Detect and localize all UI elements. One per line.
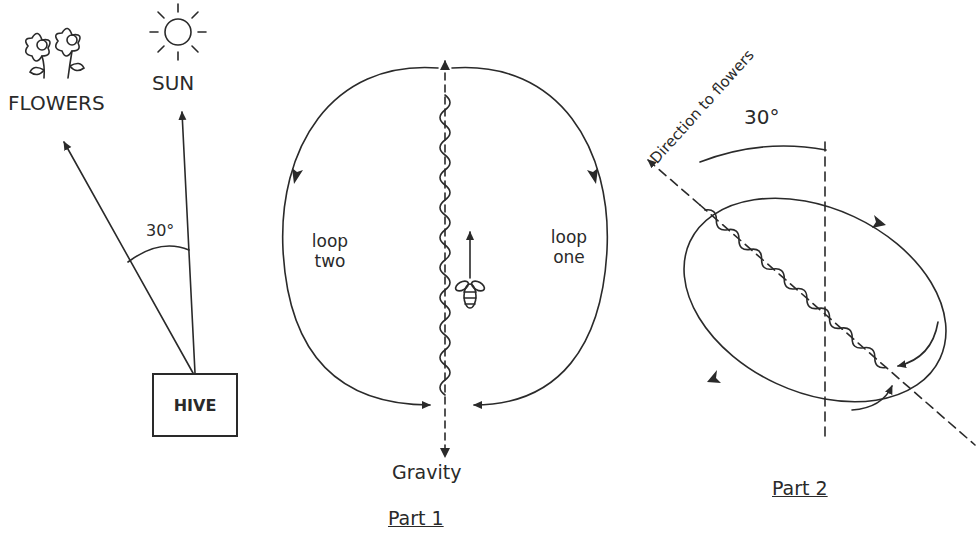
loop-one-path [452, 68, 607, 405]
flowers-direction-arrow [64, 142, 193, 373]
loop-one-label: loop one [540, 228, 598, 267]
loop-one-head [587, 168, 598, 184]
sun-label: SUN [152, 72, 194, 95]
angle-label: 30° [146, 222, 174, 240]
gravity-axis [444, 60, 446, 452]
flower-direction-line [700, 205, 975, 445]
hive-box: HIVE [152, 373, 238, 437]
return-arrow-2 [852, 386, 892, 410]
part-label: Part 2 [772, 478, 828, 500]
flower-direction-head [648, 160, 700, 205]
loop-two-path [283, 68, 438, 405]
angle-arc-2 [700, 146, 826, 162]
direction-label: Direction to flowers [647, 47, 758, 167]
loop-head-left [707, 370, 721, 383]
axis-heads [440, 60, 450, 458]
vertical-reference [824, 142, 826, 440]
return-arrow-1 [898, 322, 938, 366]
bee-heading-arrow [469, 232, 471, 278]
angle-label: 30° [744, 106, 779, 129]
angle-arc [128, 246, 189, 262]
waggle-run [440, 95, 450, 395]
gravity-label: Gravity [392, 462, 461, 484]
loop-head-right [872, 215, 886, 228]
sun-direction-arrow [182, 112, 195, 373]
loop-two-label: loop two [301, 232, 359, 271]
flowers-drawing [26, 28, 84, 78]
flowers-label: FLOWERS [8, 92, 105, 115]
part-label: Part 1 [388, 508, 444, 530]
waggle-run-2 [702, 207, 889, 371]
box-text: HIVE [174, 396, 217, 415]
bee-drawing [454, 279, 486, 308]
loop-two-head [292, 168, 303, 184]
dance-loop [651, 158, 979, 441]
sun-drawing [150, 4, 206, 60]
